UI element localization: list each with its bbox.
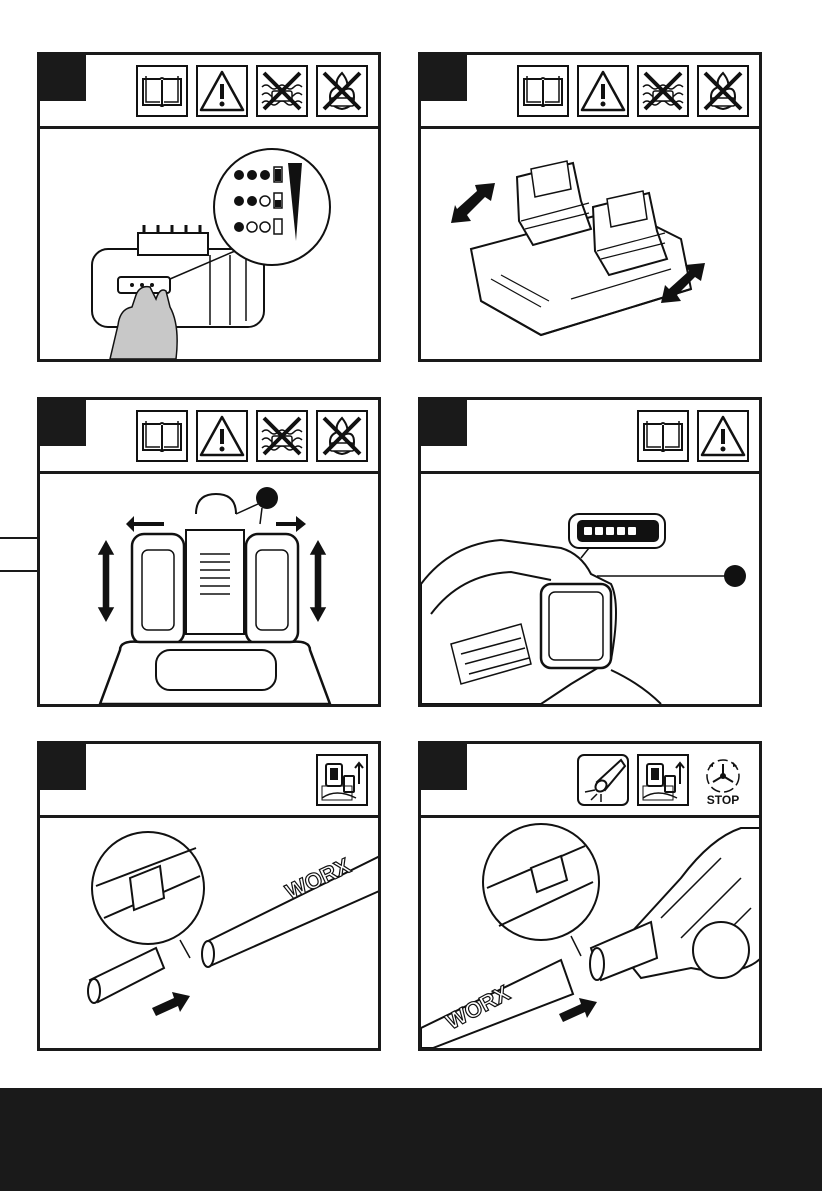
panel-4	[418, 397, 762, 707]
panel-header: STOP	[421, 744, 759, 818]
tube-attach-diagram: WORX	[421, 818, 759, 1048]
panel-header	[421, 400, 759, 474]
blow-direction-icon	[577, 754, 629, 806]
book-icon	[637, 410, 689, 462]
edge-line	[0, 537, 42, 539]
no-fire-icon	[697, 65, 749, 117]
warning-icon	[196, 410, 248, 462]
dual-charger-diagram	[421, 129, 759, 359]
panel-3	[37, 397, 381, 707]
step-number-box	[421, 55, 467, 101]
no-water-icon	[256, 410, 308, 462]
panel-icons	[637, 410, 749, 462]
panel-2	[418, 52, 762, 362]
remove-battery-icon	[316, 754, 368, 806]
warning-icon	[697, 410, 749, 462]
panel-header	[40, 744, 378, 818]
battery-left	[517, 161, 591, 245]
panel-6: STOP WORX	[418, 741, 762, 1051]
panel-5: WORX	[37, 741, 381, 1051]
edge-line	[0, 570, 42, 572]
book-icon	[136, 65, 188, 117]
warning-icon	[577, 65, 629, 117]
book-icon	[136, 410, 188, 462]
step-number-box	[40, 744, 86, 790]
warning-icon	[196, 65, 248, 117]
panel-icons: STOP	[577, 754, 749, 806]
panel-header	[40, 400, 378, 474]
no-water-icon	[256, 65, 308, 117]
step-number-box	[40, 55, 86, 101]
no-water-icon	[637, 65, 689, 117]
panel-icons	[517, 65, 749, 117]
stop-rotation-icon: STOP	[697, 754, 749, 806]
step-number-box	[40, 400, 86, 446]
panel-icons	[316, 754, 368, 806]
page-footer-band	[0, 1088, 822, 1191]
panel-1	[37, 52, 381, 362]
tool-battery-indicator-diagram	[421, 474, 759, 704]
panel-header	[40, 55, 378, 129]
no-fire-icon	[316, 410, 368, 462]
battery-insertion-diagram	[40, 474, 378, 704]
stop-label: STOP	[707, 793, 739, 806]
panel-icons	[136, 65, 368, 117]
nozzle-attach-diagram: WORX	[40, 818, 378, 1048]
battery-right	[593, 191, 667, 275]
panel-header	[421, 55, 759, 129]
book-icon	[517, 65, 569, 117]
battery-charge-indicator-diagram	[40, 129, 378, 359]
panel-icons	[136, 410, 368, 462]
step-number-box	[421, 400, 467, 446]
remove-battery-icon	[637, 754, 689, 806]
no-fire-icon	[316, 65, 368, 117]
step-number-box	[421, 744, 467, 790]
